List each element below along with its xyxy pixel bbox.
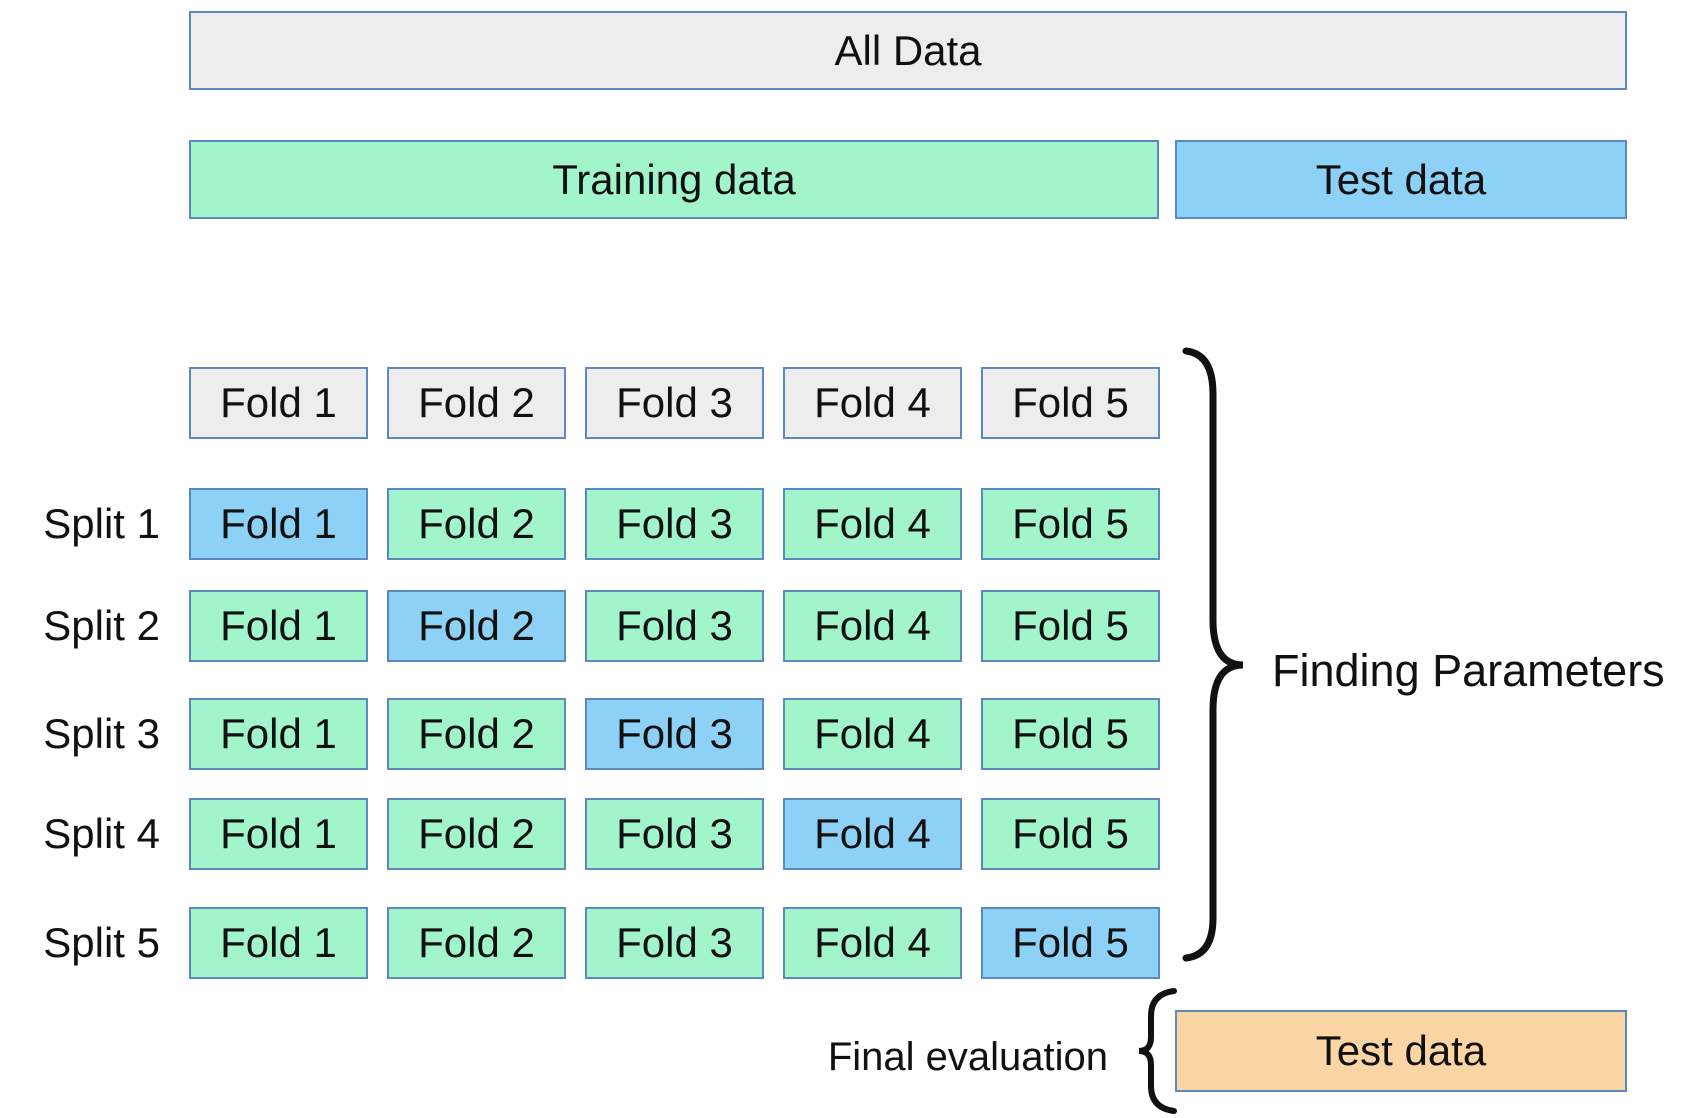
training-fold-cell: Fold 1 xyxy=(189,798,368,870)
training-fold-cell: Fold 5 xyxy=(981,698,1160,770)
fold-cell-label: Fold 2 xyxy=(418,500,535,547)
training-fold-cell: Fold 3 xyxy=(585,488,764,560)
training-fold-cell: Fold 4 xyxy=(783,590,962,662)
fold-header-label: Fold 1 xyxy=(220,379,337,426)
training-fold-cell: Fold 2 xyxy=(387,798,566,870)
training-fold-cell: Fold 2 xyxy=(387,698,566,770)
fold-cell-label: Fold 5 xyxy=(1012,500,1129,547)
fold-header-label: Fold 4 xyxy=(814,379,931,426)
fold-cell-label: Fold 4 xyxy=(814,710,931,757)
fold-header-cell: Fold 4 xyxy=(783,367,962,439)
test-fold-cell: Fold 3 xyxy=(585,698,764,770)
test-fold-cell: Fold 5 xyxy=(981,907,1160,979)
training-fold-cell: Fold 2 xyxy=(387,488,566,560)
fold-header-cell: Fold 2 xyxy=(387,367,566,439)
fold-cell-label: Fold 4 xyxy=(814,810,931,857)
training-data-bar: Training data xyxy=(189,140,1159,219)
all-data-bar: All Data xyxy=(189,11,1627,90)
training-fold-cell: Fold 5 xyxy=(981,798,1160,870)
final-test-data-label: Test data xyxy=(1315,1027,1487,1074)
split-label: Split 5 xyxy=(43,919,160,966)
fold-cell-label: Fold 3 xyxy=(616,500,733,547)
training-fold-cell: Fold 1 xyxy=(189,590,368,662)
training-fold-cell: Fold 5 xyxy=(981,488,1160,560)
training-fold-cell: Fold 1 xyxy=(189,698,368,770)
fold-cell-label: Fold 1 xyxy=(220,810,337,857)
fold-cell-label: Fold 4 xyxy=(814,602,931,649)
fold-cell-label: Fold 3 xyxy=(616,919,733,966)
training-fold-cell: Fold 3 xyxy=(585,907,764,979)
fold-cell-label: Fold 2 xyxy=(418,602,535,649)
fold-cell-label: Fold 2 xyxy=(418,919,535,966)
training-fold-cell: Fold 5 xyxy=(981,590,1160,662)
training-fold-cell: Fold 2 xyxy=(387,907,566,979)
fold-header-cell: Fold 1 xyxy=(189,367,368,439)
test-data-bar: Test data xyxy=(1175,140,1627,219)
test-data-label: Test data xyxy=(1315,155,1487,203)
fold-cell-label: Fold 1 xyxy=(220,602,337,649)
fold-cell-label: Fold 3 xyxy=(616,810,733,857)
fold-header-cell: Fold 5 xyxy=(981,367,1160,439)
fold-header-cell: Fold 3 xyxy=(585,367,764,439)
fold-cell-label: Fold 5 xyxy=(1012,710,1129,757)
training-fold-cell: Fold 4 xyxy=(783,488,962,560)
fold-cell-label: Fold 1 xyxy=(220,710,337,757)
fold-cell-label: Fold 3 xyxy=(616,710,733,757)
fold-cell-label: Fold 1 xyxy=(220,500,337,547)
training-data-label: Training data xyxy=(552,155,796,203)
split-label: Split 2 xyxy=(43,602,160,649)
final-evaluation-brace xyxy=(1138,988,1177,1114)
training-fold-cell: Fold 4 xyxy=(783,907,962,979)
training-fold-cell: Fold 1 xyxy=(189,907,368,979)
training-fold-cell: Fold 3 xyxy=(585,798,764,870)
fold-cell-label: Fold 5 xyxy=(1012,602,1129,649)
fold-cell-label: Fold 5 xyxy=(1012,810,1129,857)
fold-cell-label: Fold 2 xyxy=(418,710,535,757)
split-label: Split 3 xyxy=(43,710,160,757)
test-fold-cell: Fold 1 xyxy=(189,488,368,560)
test-fold-cell: Fold 4 xyxy=(783,798,962,870)
final-evaluation-label: Final evaluation xyxy=(827,1035,1108,1079)
fold-cell-label: Fold 2 xyxy=(418,810,535,857)
training-fold-cell: Fold 4 xyxy=(783,698,962,770)
final-test-data-bar: Test data xyxy=(1175,1010,1627,1092)
fold-header-label: Fold 2 xyxy=(418,379,535,426)
fold-header-label: Fold 5 xyxy=(1012,379,1129,426)
fold-cell-label: Fold 1 xyxy=(220,919,337,966)
split-label: Split 4 xyxy=(43,810,160,857)
fold-cell-label: Fold 4 xyxy=(814,500,931,547)
split-label: Split 1 xyxy=(43,500,160,547)
finding-parameters-brace xyxy=(1182,347,1244,962)
all-data-label: All Data xyxy=(834,26,982,74)
fold-cell-label: Fold 4 xyxy=(814,919,931,966)
fold-cell-label: Fold 3 xyxy=(616,602,733,649)
fold-header-label: Fold 3 xyxy=(616,379,733,426)
test-fold-cell: Fold 2 xyxy=(387,590,566,662)
training-fold-cell: Fold 3 xyxy=(585,590,764,662)
finding-parameters-label: Finding Parameters xyxy=(1272,645,1665,696)
fold-cell-label: Fold 5 xyxy=(1012,919,1129,966)
